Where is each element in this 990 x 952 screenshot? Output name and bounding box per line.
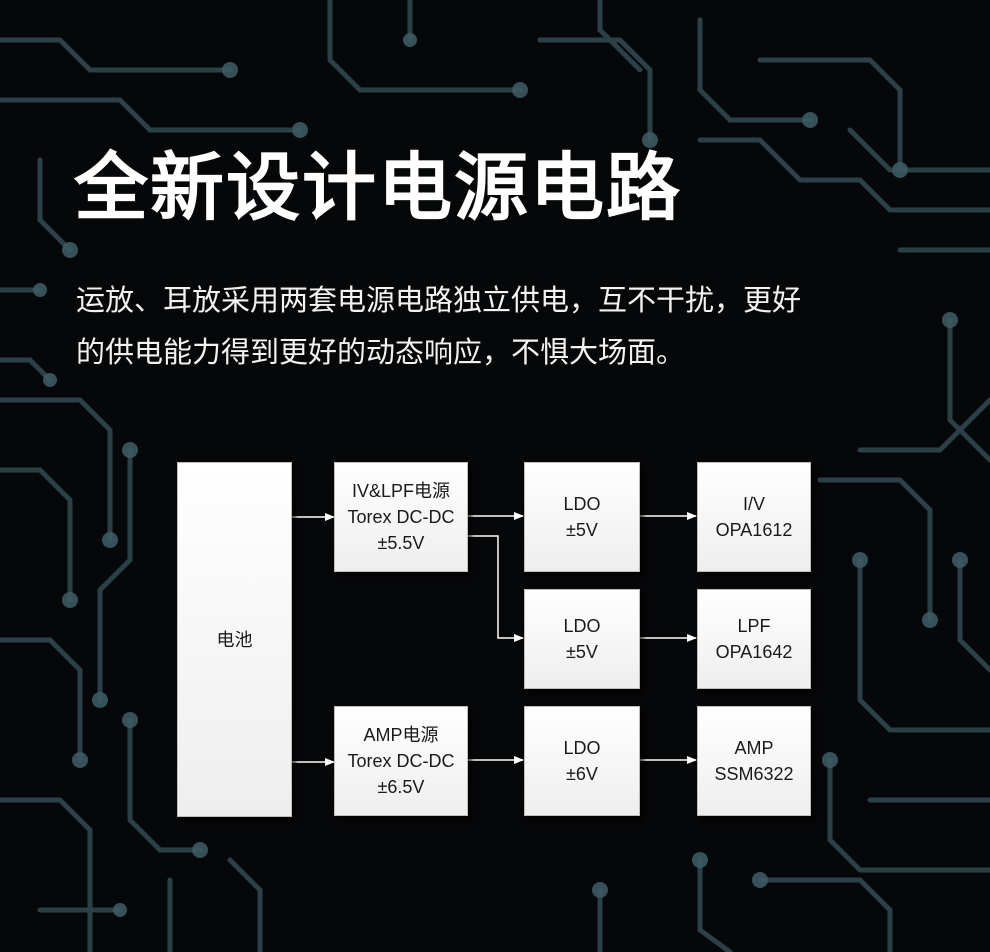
ldo-box-2: LDO ±5V xyxy=(524,589,640,689)
ivlpf-supply-line-3: ±5.5V xyxy=(377,533,425,553)
iv-stage-box: I/V OPA1612 xyxy=(697,462,811,572)
ldo-box-3: LDO ±6V xyxy=(524,706,640,816)
ivlpf-supply-line-1: IV&LPF电源 xyxy=(351,481,451,501)
lpf-stage-chip: OPA1642 xyxy=(715,642,793,662)
ldo-2-label: LDO xyxy=(563,616,601,636)
battery-label: 电池 xyxy=(216,629,253,650)
amp-supply-box: AMP电源 Torex DC-DC ±6.5V xyxy=(334,706,468,816)
amp-supply-line-2: Torex DC-DC xyxy=(347,751,455,771)
amp-supply-line-3: ±6.5V xyxy=(377,777,425,797)
description-line-2: 的供电能力得到更好的动态响应，不惧大场面。 xyxy=(76,335,686,369)
amp-stage-box: AMP SSM6322 xyxy=(697,706,811,816)
page-title: 全新设计电源电路 xyxy=(74,145,682,231)
lpf-stage-label: LPF xyxy=(737,616,771,636)
ldo-3-voltage: ±6V xyxy=(566,764,598,784)
ldo-3-label: LDO xyxy=(563,738,601,758)
ldo-1-voltage: ±5V xyxy=(566,520,598,540)
ldo-2-voltage: ±5V xyxy=(566,642,598,662)
ivlpf-supply-line-2: Torex DC-DC xyxy=(347,507,455,527)
iv-stage-chip: OPA1612 xyxy=(715,520,793,540)
ldo-1-label: LDO xyxy=(563,494,601,514)
battery-box: 电池 xyxy=(177,462,292,817)
iv-stage-label: I/V xyxy=(742,494,765,514)
lpf-stage-box: LPF OPA1642 xyxy=(697,589,811,689)
amp-stage-chip: SSM6322 xyxy=(714,764,794,784)
amp-supply-line-1: AMP电源 xyxy=(363,725,439,745)
ldo-box-1: LDO ±5V xyxy=(524,462,640,572)
amp-stage-label: AMP xyxy=(734,738,774,758)
description-line-1: 运放、耳放采用两套电源电路独立供电，互不干扰，更好 xyxy=(76,283,802,317)
arrow-ivlpf-to-ldo2 xyxy=(468,535,524,642)
ivlpf-supply-box: IV&LPF电源 Torex DC-DC ±5.5V xyxy=(334,462,468,572)
description: 运放、耳放采用两套电源电路独立供电，互不干扰，更好 的供电能力得到更好的动态响应… xyxy=(76,274,936,378)
